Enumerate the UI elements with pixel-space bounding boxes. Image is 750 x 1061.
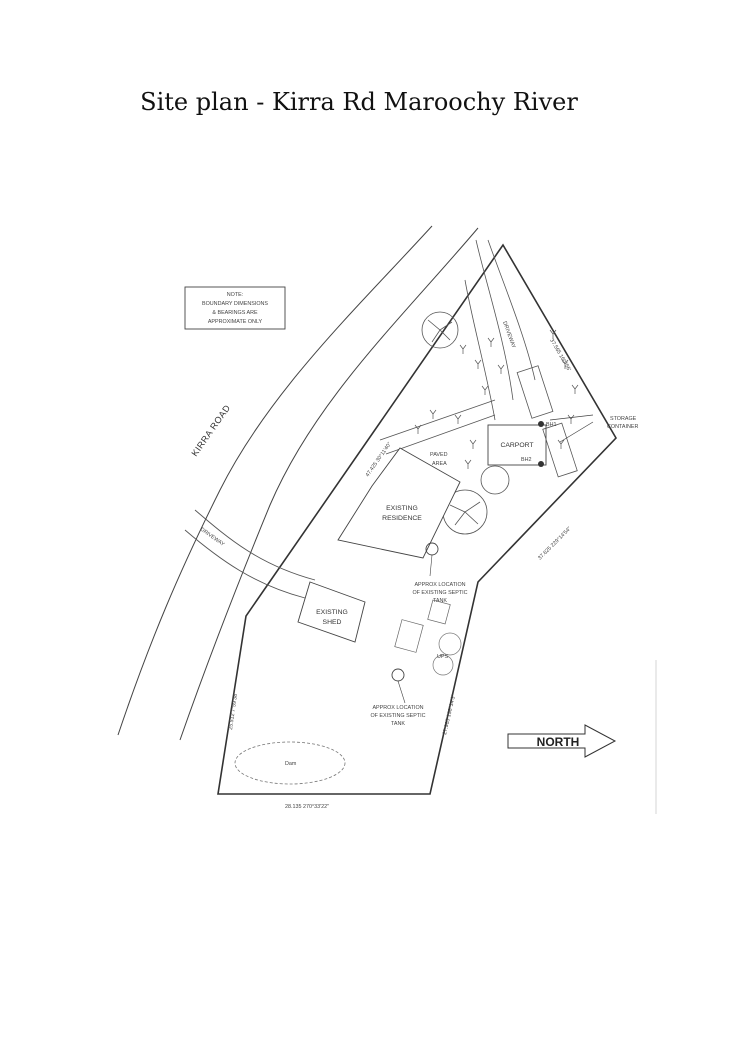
note-line-3: & BEARINGS ARE xyxy=(212,310,258,316)
existing-residence: EXISTING RESIDENCE xyxy=(337,447,461,559)
driveway-north-edge-1 xyxy=(475,239,514,401)
dam-label: Dam xyxy=(285,761,297,767)
note-line-2: BOUNDARY DIMENSIONS xyxy=(202,301,268,307)
note-line-1: NOTE: xyxy=(227,292,243,298)
ups-circle-upper xyxy=(438,632,462,656)
site-plan-svg: DRIVEWAY NOTE: BOUNDARY DIMENSIONS & BEA… xyxy=(117,225,657,814)
residence-label-2: RESIDENCE xyxy=(382,515,422,522)
paved-area-label-1: PAVED xyxy=(430,452,448,458)
s-boundary-dimension: 28.135 270°33'22" xyxy=(285,804,329,810)
driveway-west-edge-1 xyxy=(194,509,316,581)
septic-upper-leader xyxy=(429,554,433,577)
kirra-road-label: KIRRA ROAD xyxy=(189,403,232,458)
carport-label: CARPORT xyxy=(500,442,533,449)
bh2-marker xyxy=(538,461,544,467)
north-label: NORTH xyxy=(537,735,580,749)
driveway-west-edge-2 xyxy=(184,529,306,599)
septic-lower-label-1: APPROX LOCATION xyxy=(372,705,423,711)
ups-label: UPS xyxy=(437,654,448,660)
tree-symbols xyxy=(414,329,579,469)
pad-medium xyxy=(394,619,424,653)
bh2-label: BH2 xyxy=(521,457,532,463)
septic-upper-label-1: APPROX LOCATION xyxy=(414,582,465,588)
pad-small xyxy=(427,599,451,625)
bh1-label: BH1 xyxy=(546,422,557,428)
carport: CARPORT xyxy=(487,424,547,466)
e-boundary-dimension: 37.625 229°14'54" xyxy=(537,526,572,561)
driveway-north-label: DRIVEWAY xyxy=(501,321,516,350)
page-title: Site plan - Kirra Rd Maroochy River xyxy=(140,88,578,116)
septic-upper-label-2: OF EXISTING SEPTIC xyxy=(412,590,467,596)
ups-circle-lower xyxy=(432,654,454,676)
note-line-4: APPROXIMATE ONLY xyxy=(208,319,263,325)
storage-leader xyxy=(549,414,594,443)
existing-shed: EXISTING SHED xyxy=(297,581,366,643)
bh1-marker xyxy=(538,421,544,427)
dam: Dam xyxy=(234,741,346,785)
site-plan-drawing: DRIVEWAY NOTE: BOUNDARY DIMENSIONS & BEA… xyxy=(110,210,670,820)
kirra-road-edge-inner xyxy=(179,227,479,741)
north-arrow: NORTH xyxy=(507,724,617,758)
w-boundary-dimension: 25.512 7°59'38" xyxy=(228,692,239,731)
se-boundary-dimension: 27.965 198°14'3" xyxy=(442,694,457,735)
kirra-road-edge-outer xyxy=(117,225,433,736)
driveway-north-edge-2 xyxy=(487,239,536,381)
tree-canopy-north xyxy=(421,311,459,349)
residence-label-1: EXISTING xyxy=(386,505,418,512)
storage-label-1: STORAGE xyxy=(610,416,637,422)
lot-boundary xyxy=(217,243,617,795)
driveway-north-edge-3 xyxy=(464,279,496,421)
septic-lower-leader xyxy=(397,680,406,704)
storage-label-2: CONTAINER xyxy=(607,424,638,430)
septic-tank-lower-marker xyxy=(391,668,405,682)
access-path-2 xyxy=(385,414,496,455)
storage-containers xyxy=(516,365,578,478)
paved-area-label-2: AREA xyxy=(432,461,447,467)
tree-canopy-south xyxy=(442,465,510,535)
septic-lower-label-2: OF EXISTING SEPTIC xyxy=(370,713,425,719)
septic-lower-label-3: TANK xyxy=(391,721,405,727)
shed-label-2: SHED xyxy=(323,619,342,626)
access-path-1 xyxy=(379,399,496,441)
note-box: NOTE: BOUNDARY DIMENSIONS & BEARINGS ARE… xyxy=(184,286,286,330)
septic-upper-label-3: TANK xyxy=(433,598,447,604)
shed-label-1: EXISTING xyxy=(316,609,348,616)
